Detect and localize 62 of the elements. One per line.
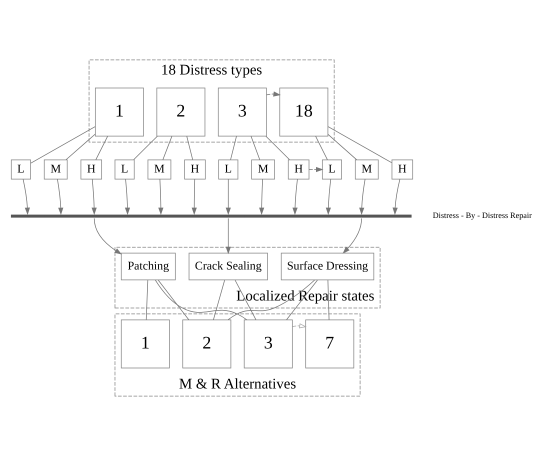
connector [30, 126, 96, 164]
arrow [292, 322, 307, 328]
connector [328, 126, 392, 163]
arrow [226, 218, 231, 254]
label: Distress - By - Distress Repair [432, 210, 532, 220]
connector [228, 279, 316, 320]
node-box: H [392, 159, 414, 179]
node-box: M [148, 159, 172, 179]
connector [328, 133, 358, 160]
node-box: L [10, 159, 31, 179]
connector [315, 135, 328, 160]
node-box: L [218, 159, 238, 179]
node-box: L [114, 159, 135, 179]
connector [213, 279, 226, 320]
node-box: 1 [120, 318, 170, 368]
arrow [92, 178, 97, 215]
node-box: 3 [218, 87, 267, 136]
node-box: H [288, 159, 310, 179]
arrow [266, 90, 281, 96]
connector [266, 135, 290, 160]
node-box: Patching [120, 252, 176, 280]
node-box: H [184, 159, 206, 179]
arrow [192, 178, 197, 215]
arrow [22, 178, 30, 215]
node-box: 1 [94, 87, 144, 136]
connector [286, 279, 318, 320]
arrow [392, 178, 400, 215]
node-box: H [80, 159, 102, 179]
node-box: M [251, 159, 275, 179]
node-box: M [44, 159, 68, 179]
connector [158, 279, 190, 320]
node-box: 7 [305, 318, 354, 368]
node-box: M [354, 159, 379, 179]
connector [328, 279, 330, 320]
connector [66, 133, 96, 160]
connector [230, 135, 237, 160]
arrow [57, 178, 64, 215]
connector [95, 135, 108, 160]
arrow [259, 178, 264, 215]
arrow [292, 178, 298, 215]
node-box: 2 [182, 318, 232, 368]
arrow [94, 218, 122, 254]
arrow [158, 178, 164, 215]
connector [154, 279, 248, 320]
arrow [359, 178, 366, 215]
node-box: 3 [244, 318, 293, 368]
arrow [308, 166, 324, 172]
connector [146, 279, 148, 320]
node-box: 2 [156, 87, 206, 136]
arrow [342, 218, 362, 254]
node-box: Surface Dressing [280, 252, 374, 280]
arrow [326, 178, 332, 215]
connector [186, 135, 194, 160]
node-box: Crack Sealing [188, 252, 268, 280]
connector [234, 279, 256, 320]
node-box: L [322, 159, 342, 179]
arrow [124, 178, 130, 215]
node-box: 18 [279, 87, 328, 136]
connector [162, 135, 172, 160]
arrow [226, 178, 231, 215]
connector [250, 135, 260, 160]
connector [133, 135, 158, 160]
